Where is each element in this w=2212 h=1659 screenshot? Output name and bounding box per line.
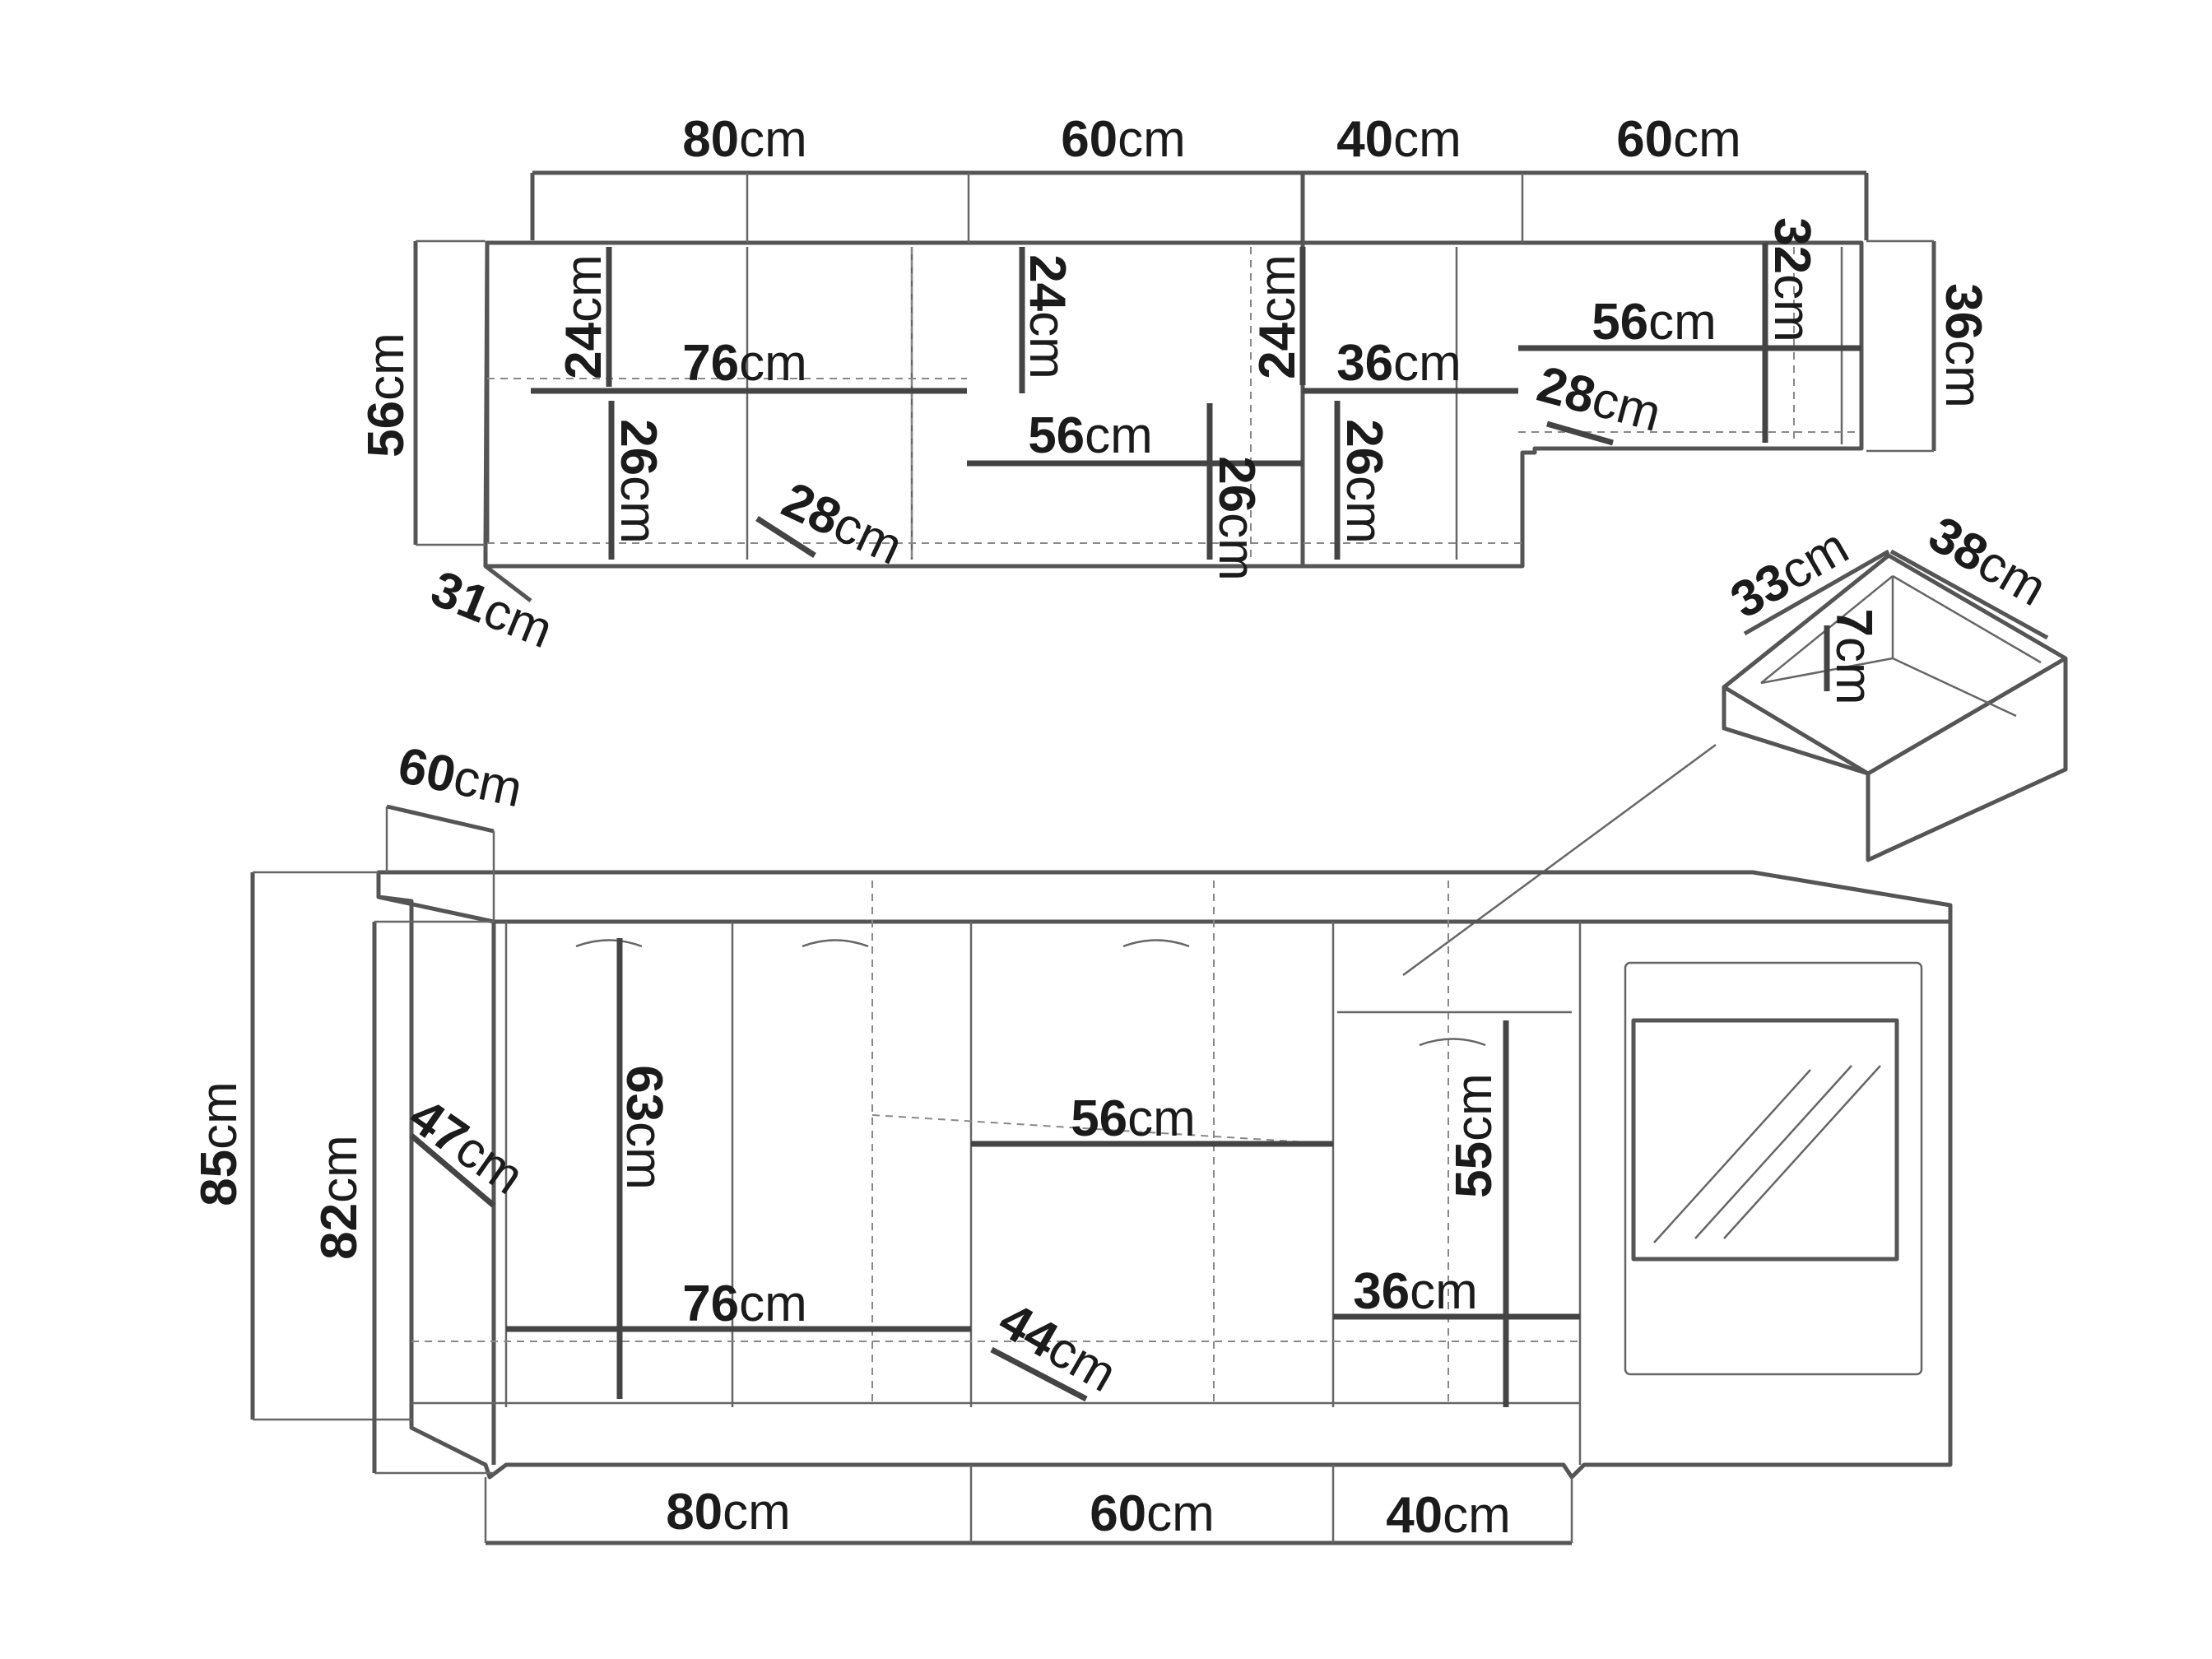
base-body-height-label: 82cm [311,1135,368,1260]
wall-shelf-width-4: 56cm [1592,294,1717,351]
wall-compartment-height-7: 32cm [1764,217,1820,342]
base-height-label: 85cm [191,1081,248,1206]
wall-width-label-3: 40cm [1336,111,1462,168]
drawer-outline [1722,553,2068,862]
base-inner-height-2: 55cm [1446,1073,1503,1198]
wall-compartment-height-4: 26cm [610,419,667,544]
wall-width-label-4: 60cm [1616,111,1741,168]
drawer-height-label: 7cm [1825,608,1882,704]
drawer-depth-label: 38cm [1919,505,2056,617]
wall-width-label-1: 80cm [682,111,807,168]
base-inner-height-1: 63cm [616,1065,672,1190]
wall-shelf-depth-2: 28cm [1531,356,1666,443]
wall-height-label: 56cm [358,332,415,458]
base-unit [250,804,1953,1545]
drawer [1402,549,2068,977]
base-width-label-2: 60cm [1090,1485,1215,1542]
wall-depth-label: 31cm [423,560,560,660]
base-shelf-width-1: 76cm [682,1276,807,1332]
wall-shelf-width-1: 76cm [682,335,807,392]
wall-shelf-depth-1: 28cm [774,472,911,576]
wall-compartment-height-1: 24cm [555,254,612,379]
wall-shelf-width-3: 36cm [1336,335,1462,392]
wall-compartment-height-6: 26cm [1336,419,1392,544]
base-width-label-3: 40cm [1386,1487,1511,1544]
wall-shelf-width-2: 56cm [1028,407,1153,464]
base-side-depth-label: 47cm [399,1087,534,1205]
base-width-label-1: 80cm [666,1484,791,1540]
wall-unit [413,170,1936,602]
base-shelf-width-2: 56cm [1071,1090,1196,1147]
wall-right-height-label: 36cm [1935,283,1991,408]
wall-compartment-height-2: 24cm [1019,254,1076,379]
base-top-depth-label: 60cm [393,737,527,818]
base-top-slab [376,870,1953,1480]
dimension-labels: 80cm 60cm 40cm 60cm 56cm 36cm 31cm 76cm … [191,111,2056,1544]
wall-compartment-height-3: 24cm [1249,254,1306,379]
wall-width-label-2: 60cm [1061,111,1186,168]
base-shelf-width-3: 36cm [1353,1263,1478,1320]
wall-compartment-height-5: 26cm [1208,456,1265,581]
